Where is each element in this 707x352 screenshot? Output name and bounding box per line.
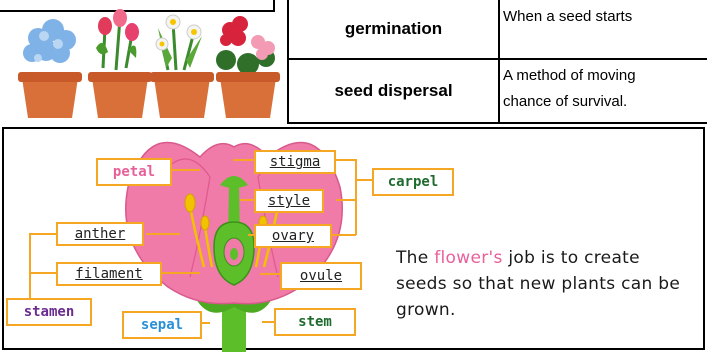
label-carpel: carpel xyxy=(372,168,454,196)
glossary-definition: When a seed starts xyxy=(503,0,707,58)
glossary-definition: A method of moving chance of survival. xyxy=(503,58,707,124)
glossary-row-germination: germination When a seed starts xyxy=(289,0,707,60)
glossary-term: seed dispersal xyxy=(289,58,500,124)
caption-text: The xyxy=(396,248,434,268)
label-stigma: stigma xyxy=(254,150,336,174)
label-stem: stem xyxy=(274,308,356,336)
label-ovule: ovule xyxy=(280,262,362,290)
glossary-definition-line: A method of moving xyxy=(503,63,707,89)
label-sepal: sepal xyxy=(122,311,202,339)
pot-daffodils xyxy=(150,15,214,118)
glossary-term: germination xyxy=(289,0,500,58)
caption-highlight: flower's xyxy=(434,248,502,268)
flower-pots-illustration xyxy=(8,8,288,123)
label-petal: petal xyxy=(96,158,172,186)
glossary-row-seed-dispersal: seed dispersal A method of moving chance… xyxy=(289,58,707,124)
glossary-table: germination When a seed starts seed disp… xyxy=(287,0,707,124)
label-filament: filament xyxy=(56,262,162,286)
pot-geraniums xyxy=(216,16,280,118)
label-style: style xyxy=(254,189,324,213)
flower-caption: The flower's job is to create seeds so t… xyxy=(396,245,696,323)
glossary-definition-line: chance of survival. xyxy=(503,89,707,115)
pot-blue-hydrangea xyxy=(18,19,82,118)
label-stamen: stamen xyxy=(6,298,92,326)
label-anther: anther xyxy=(56,222,144,246)
pot-tulips xyxy=(88,9,152,118)
label-ovary: ovary xyxy=(254,224,332,248)
